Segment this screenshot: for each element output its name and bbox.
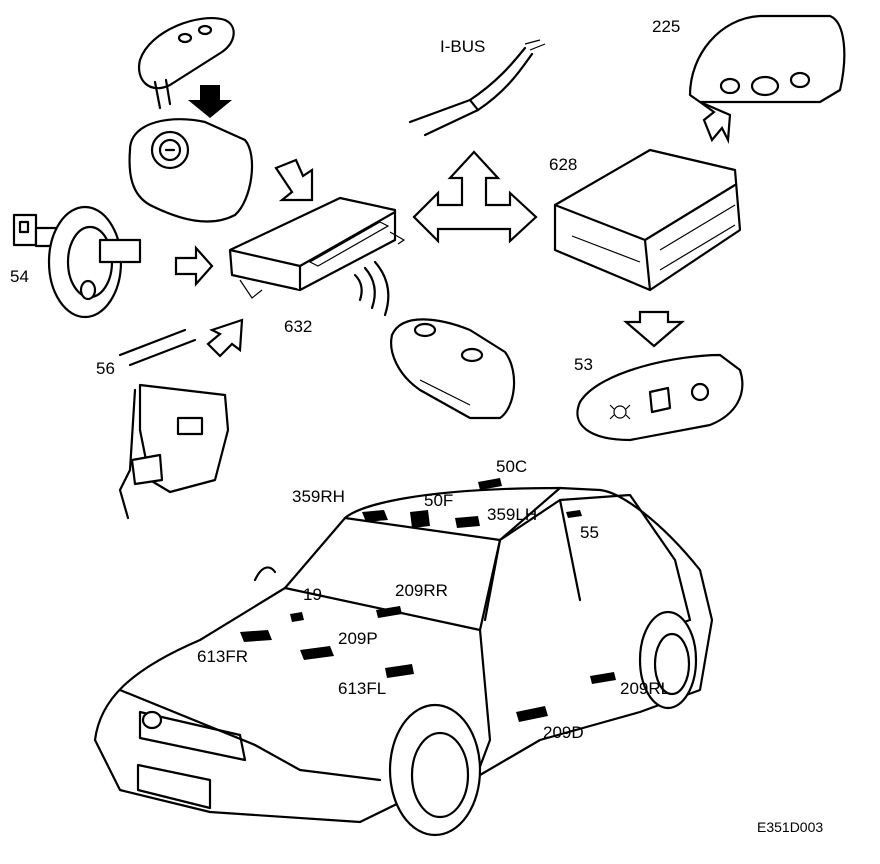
sensor-markers [240, 478, 616, 722]
door-lock-cylinder [12, 205, 142, 319]
label-209p: 209P [338, 629, 378, 648]
label-209rl: 209RL [620, 679, 670, 698]
remote-fob-middle [390, 318, 516, 420]
label-209d: 209D [543, 723, 584, 742]
label-225: 225 [652, 17, 680, 36]
label-55: 55 [580, 523, 599, 542]
roof-console-225 [688, 14, 846, 104]
label-ibus: I-BUS [440, 37, 485, 56]
arrow-from-bonnet [206, 318, 244, 358]
label-56: 56 [96, 359, 115, 378]
arrow-to-roof-console [699, 100, 732, 145]
key-fob-top [137, 17, 235, 110]
label-613fr: 613FR [197, 647, 248, 666]
label-359rh: 359RH [292, 487, 345, 506]
arrow-from-ignition [274, 158, 314, 202]
bonnet-switch [118, 328, 230, 520]
down-arrow-black [188, 85, 232, 118]
arrow-to-remote-53 [623, 310, 685, 348]
label-613fl: 613FL [338, 679, 386, 698]
ibus-wiring [408, 39, 546, 137]
label-209rr: 209RR [395, 581, 448, 600]
label-54: 54 [10, 267, 29, 286]
car-body [93, 486, 714, 837]
ignition-switch [128, 118, 254, 223]
module-628 [553, 148, 742, 292]
label-359lh: 359LH [487, 505, 537, 524]
label-19: 19 [303, 585, 322, 604]
label-628: 628 [549, 155, 577, 174]
central-control-unit-632 [228, 196, 406, 299]
label-50c: 50C [496, 457, 527, 476]
remote-fob-53 [576, 353, 744, 442]
arrow-from-lock [174, 245, 214, 287]
infrared-signal [353, 260, 390, 317]
label-50f: 50F [424, 491, 453, 510]
label-53: 53 [574, 355, 593, 374]
figure-reference: E351D003 [757, 819, 823, 835]
bidirectional-arrows [412, 150, 538, 244]
label-632: 632 [284, 317, 312, 336]
